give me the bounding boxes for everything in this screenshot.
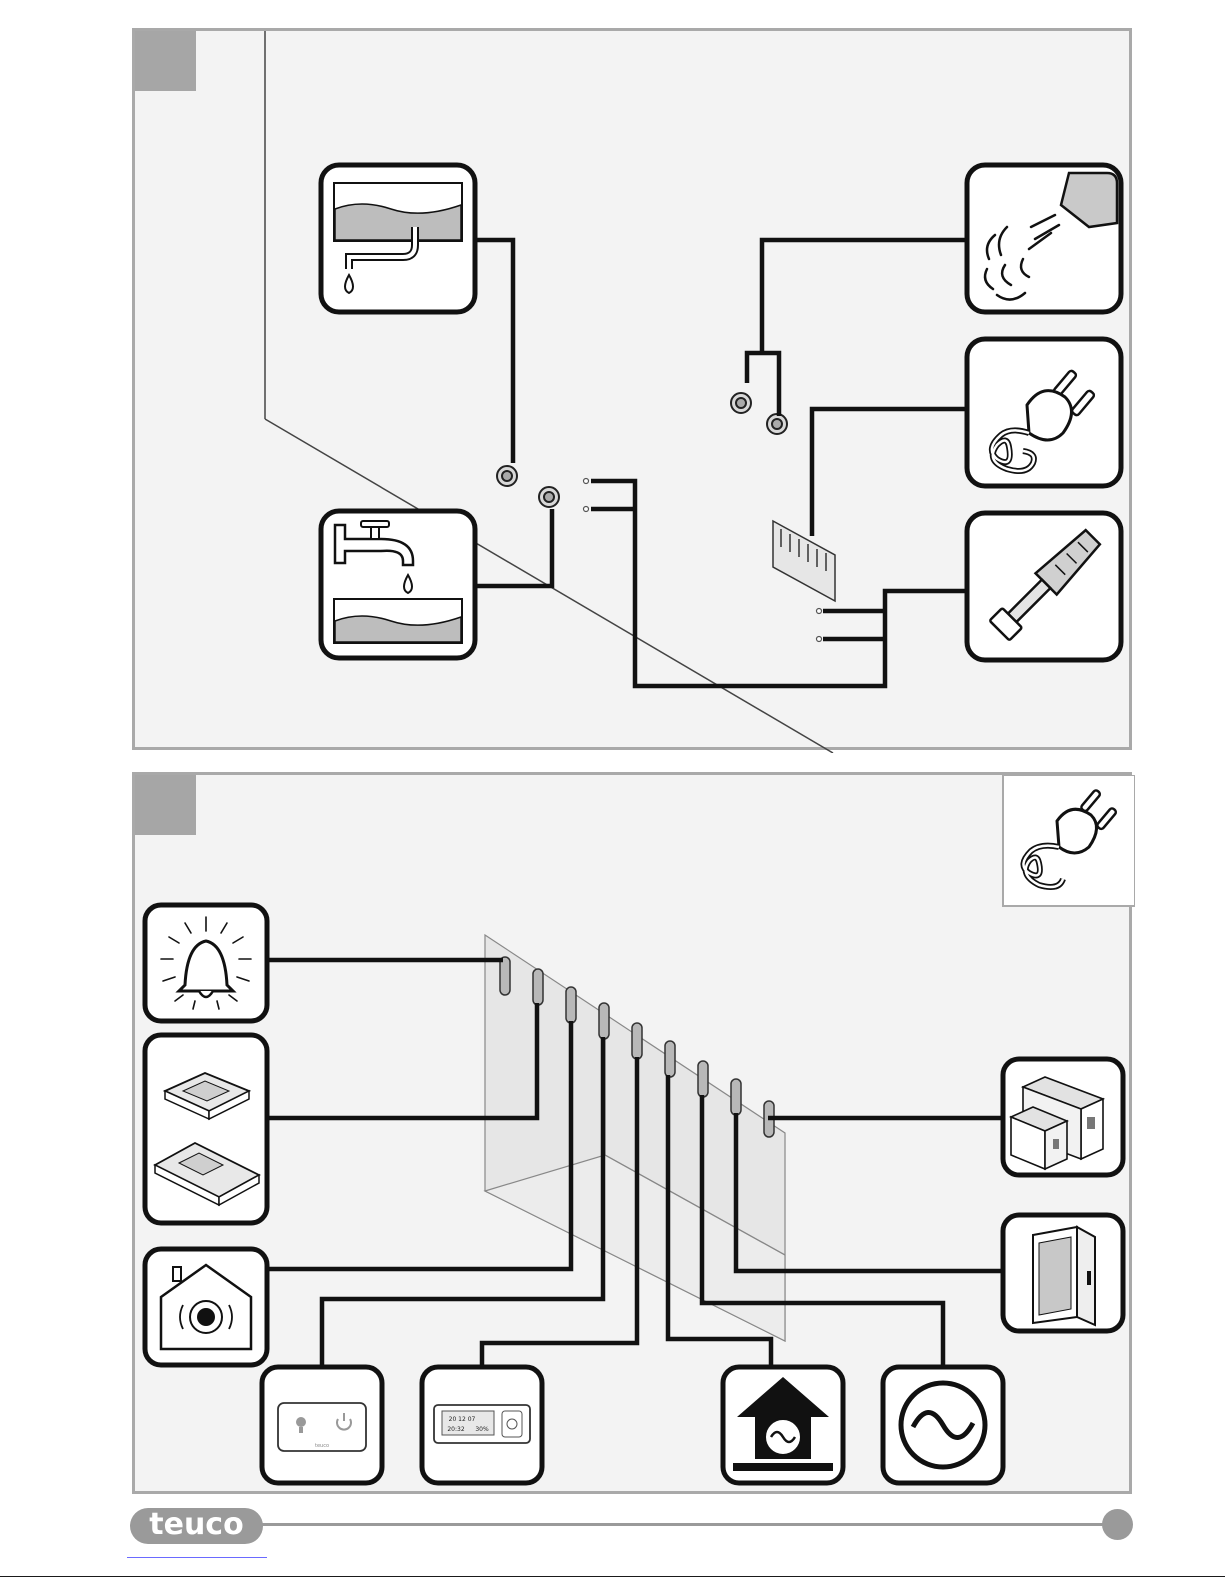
installation-panel-electrical: teuco 20 12 07 20:32 30% bbox=[132, 772, 1132, 1494]
display-date: 20 12 07 bbox=[449, 1416, 476, 1423]
pipe-fitting-right bbox=[539, 487, 559, 507]
cold-water-supply-icon bbox=[321, 511, 475, 658]
control-panel-icon: 20 12 07 20:32 30% bbox=[422, 1367, 542, 1483]
plumbing-diagram bbox=[135, 31, 1135, 753]
electrical-diagram: teuco 20 12 07 20:32 30% bbox=[135, 775, 1135, 1497]
heater-filter-icon bbox=[1003, 1215, 1123, 1331]
footer-rule bbox=[262, 1523, 1112, 1526]
steam-fitting-right bbox=[767, 414, 787, 434]
ac-power-icon bbox=[883, 1367, 1003, 1483]
ceiling-speaker-icon bbox=[145, 1035, 267, 1223]
electrical-junction-box bbox=[773, 521, 835, 601]
wall-anchor-icon bbox=[967, 513, 1121, 660]
hot-water-drain-icon bbox=[321, 165, 475, 312]
steam-outlet-icon bbox=[967, 165, 1121, 312]
installation-panel-plumbing bbox=[132, 28, 1132, 750]
power-plug-icon bbox=[967, 339, 1121, 486]
steam-fitting-left bbox=[731, 393, 751, 413]
alarm-bell-icon bbox=[145, 905, 267, 1021]
switch-brand-label: teuco bbox=[315, 1443, 329, 1449]
ventilation-icon bbox=[723, 1367, 843, 1483]
display-percent: 30% bbox=[475, 1426, 489, 1433]
home-sensor-icon bbox=[145, 1249, 267, 1365]
page-underline-mark bbox=[127, 1557, 267, 1558]
wall-switch-icon: teuco bbox=[262, 1367, 382, 1483]
power-plug-corner-icon bbox=[1003, 775, 1135, 906]
page-bottom-rule bbox=[0, 1576, 1225, 1577]
display-time: 20:32 bbox=[447, 1426, 464, 1433]
brand-logo-text: teuco bbox=[130, 1505, 263, 1545]
pipe-fitting-left bbox=[497, 466, 517, 486]
footer-dot bbox=[1102, 1509, 1133, 1540]
connection-lines bbox=[477, 240, 967, 686]
power-module-icon bbox=[1003, 1059, 1123, 1175]
